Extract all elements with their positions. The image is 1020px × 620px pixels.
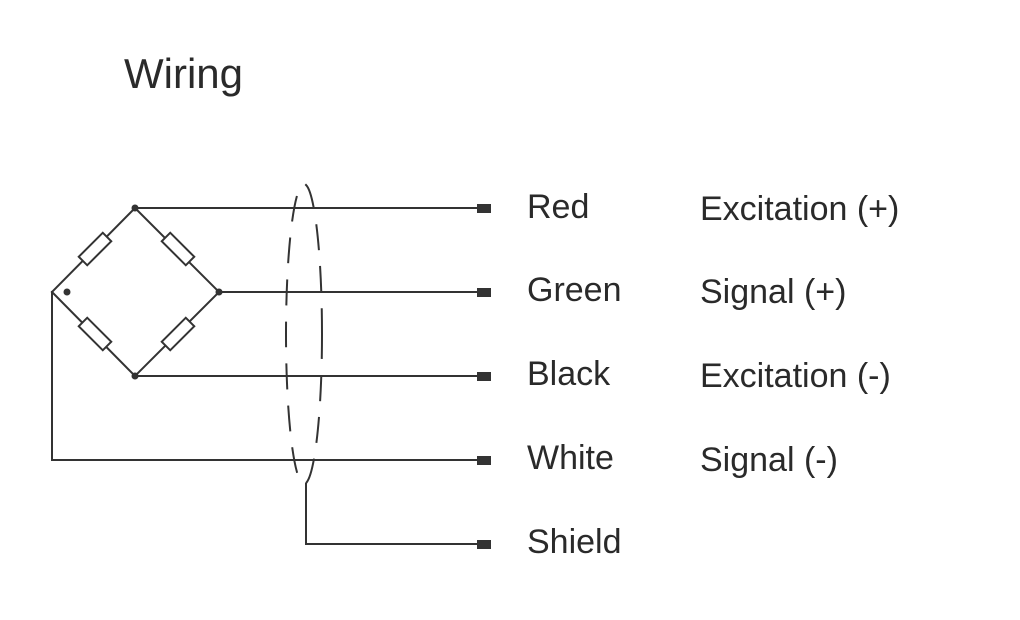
terminal-green [477,288,491,297]
wire-shield [305,483,479,545]
wire-function-label-white: Signal (-) [700,441,838,479]
wire-color-label-shield: Shield [527,523,622,561]
resistor-top-right [160,231,196,267]
wire-color-label-white: White [527,439,614,477]
wire-white [51,291,479,461]
terminal-shield [477,540,491,549]
wire-function-label-black: Excitation (-) [700,357,891,395]
diagram-title: Wiring [124,50,244,97]
terminals [477,204,491,549]
wire-color-label-green: Green [527,271,622,309]
terminal-white [477,456,491,465]
bridge-nodes [63,204,223,380]
resistor-bottom-right [160,316,196,352]
cable-shield-ellipse [285,183,323,485]
wire-function-label-red: Excitation (+) [700,190,900,228]
wire-color-label-black: Black [527,355,611,393]
terminal-black [477,372,491,381]
wire-function-label-green: Signal (+) [700,273,847,311]
wire-color-label-red: Red [527,188,590,226]
resistor-top-left [77,231,113,267]
terminal-red [477,204,491,213]
resistor-bottom-left [77,316,113,352]
wheatstone-bridge [50,206,221,378]
